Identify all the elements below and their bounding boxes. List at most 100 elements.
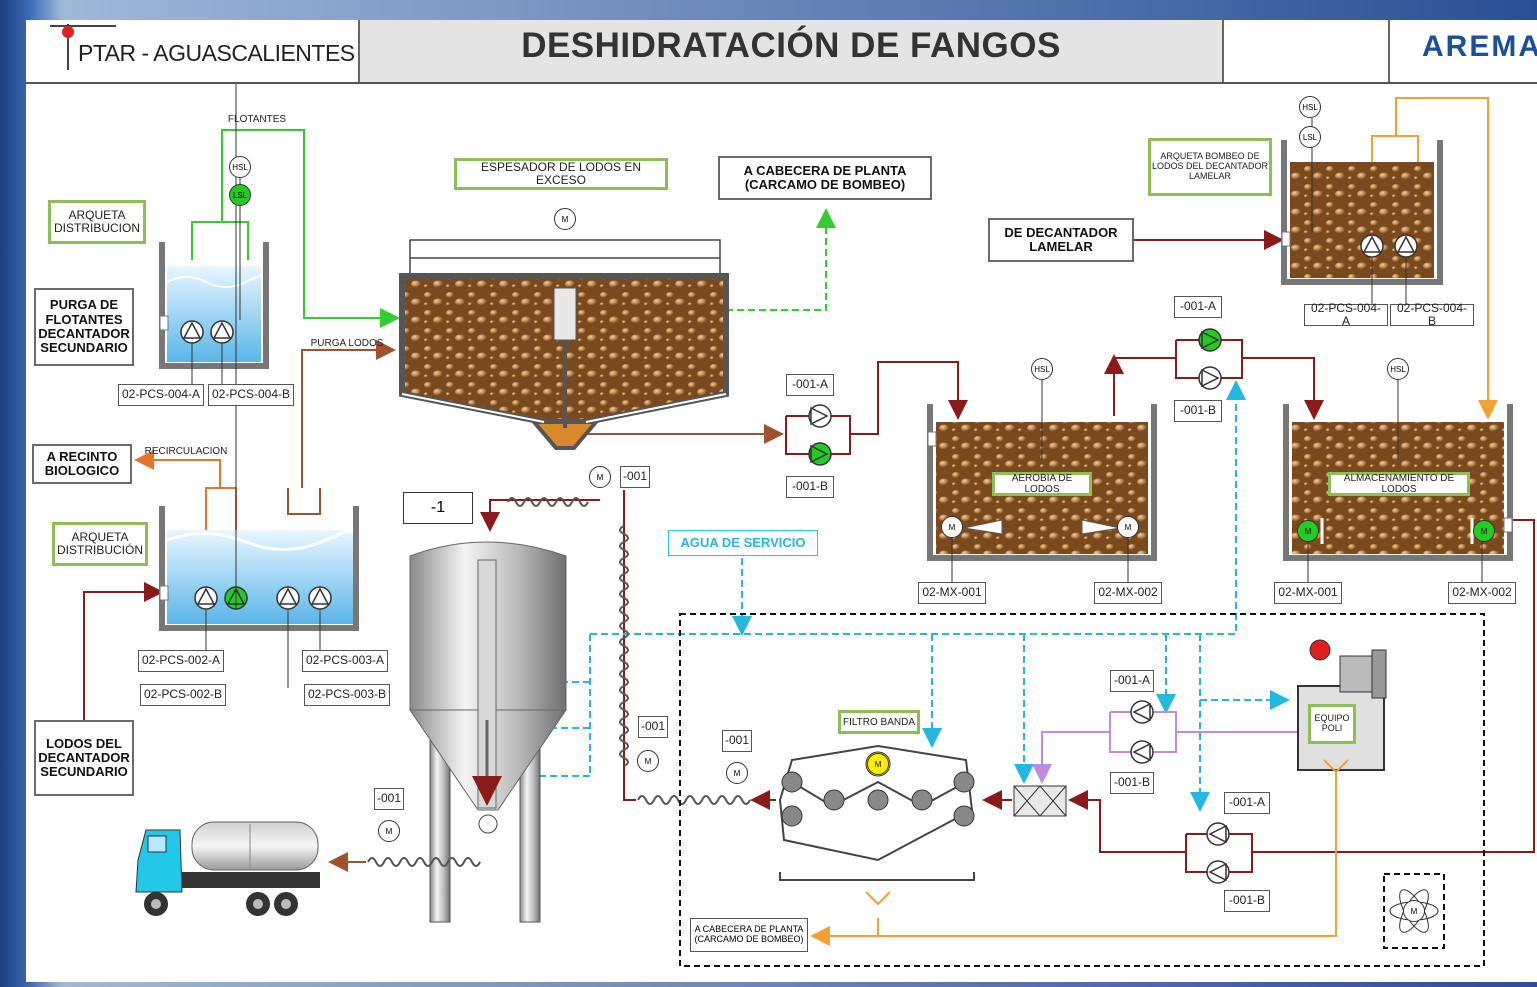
purga-flotantes-line2: FLOTANTES — [45, 311, 123, 327]
de-decantador-line2: LAMELAR — [1029, 239, 1093, 254]
tag-pcs004b-left[interactable]: 02-PCS-004-B — [208, 384, 294, 406]
screw-filter-motor-icon[interactable]: M — [726, 762, 748, 784]
mixer-mx001-aerobia-icon[interactable]: M — [941, 516, 963, 538]
filtro-banda-machine — [778, 744, 975, 906]
title-cell: DESHIDRATACIÓN DE FANGOS — [360, 20, 1224, 82]
pump-pcs004b-left-icon — [210, 320, 234, 344]
a-recinto-line2: BIOLOGICO — [44, 463, 120, 478]
tag-mx001-aerobia[interactable]: 02-MX-001 — [918, 582, 986, 604]
aerobia-label: AEROBIA DE LODOS — [992, 472, 1092, 496]
almacenamiento-label: ALMACENAMIENTO DE LODOS — [1328, 472, 1470, 496]
overflow-cabecera-line — [726, 208, 836, 311]
screw-top-motor-icon[interactable]: M — [589, 466, 611, 488]
atom-subsystem-motor-icon[interactable]: M — [1403, 900, 1425, 922]
tag-pcs003a[interactable]: 02-PCS-003-A — [302, 650, 388, 672]
tag-pump-mid-a[interactable]: -001-A — [786, 374, 834, 396]
pump-feed-a-icon — [1206, 822, 1230, 846]
plant-cell: PTAR - AGUASCALIENTES — [26, 20, 360, 82]
lsl-arqueta-1-icon[interactable]: LSL — [229, 184, 251, 206]
tag-pcs003b[interactable]: 02-PCS-003-B — [304, 684, 390, 706]
arqueta-bombeo-line1: ARQUETA BOMBEO DE — [1160, 151, 1260, 162]
pump-mid-b-icon — [808, 442, 832, 466]
tag-pcs004a-left[interactable]: 02-PCS-004-A — [118, 384, 204, 406]
arqueta-bombeo-line2: LODOS DEL DECANTADOR — [1151, 161, 1269, 172]
mixer-mx001-almacenamiento-icon[interactable]: M — [1297, 520, 1319, 542]
tag-pcs004a-right[interactable]: 02-PCS-004-A — [1304, 301, 1388, 328]
tag-mx002-aerobia[interactable]: 02-MX-002 — [1094, 582, 1162, 604]
tag-pump-feed-b[interactable]: -001-B — [1224, 890, 1270, 912]
tag-mx001-almacenamiento[interactable]: 02-MX-001 — [1274, 582, 1342, 604]
tag-screw-filter[interactable]: -001 — [722, 730, 752, 752]
purga-lodos-label: PURGA LODOS — [310, 337, 384, 349]
tag-screw-mid[interactable]: -001 — [638, 716, 668, 738]
pump-top-a-icon — [1198, 328, 1222, 352]
pumps — [180, 234, 1418, 884]
screw-mid-motor-icon[interactable]: M — [637, 750, 659, 772]
screw-conveyor-filter — [637, 795, 751, 805]
filtro-banda-label: FILTRO BANDA — [838, 710, 920, 734]
tag-screw-top[interactable]: -001 — [620, 466, 650, 488]
arqueta-distribucion-1-tank — [159, 242, 269, 369]
cabecera-top-line1: A CABECERA DE PLANTA — [743, 162, 907, 178]
screw-conveyor-truck — [367, 857, 481, 867]
lodos-decantador-line2: DECANTADOR — [38, 749, 130, 765]
a-recinto-line1: A RECINTO — [46, 448, 118, 464]
pump-poly-a-icon — [1130, 700, 1154, 724]
hsl-arqueta-1-icon[interactable]: HSL — [229, 156, 251, 178]
pump-top-b-icon — [1198, 366, 1222, 390]
arqueta-bombeo-lamelar-pit — [1281, 140, 1443, 285]
flotantes-label: FLOTANTES — [227, 113, 287, 125]
lsl-lamelar-icon[interactable]: LSL — [1299, 126, 1321, 148]
tag-pump-feed-a[interactable]: -001-A — [1224, 792, 1270, 814]
hsl-aerobia-icon[interactable]: HSL — [1031, 358, 1053, 380]
de-decantador-note: DE DECANTADOR LAMELAR — [988, 218, 1134, 262]
blank-cell — [1224, 20, 1390, 82]
equipo-poli-label: EQUIPO POLI — [1308, 704, 1356, 744]
filtro-banda-motor-icon[interactable]: M — [867, 753, 889, 775]
hsl-almacenamiento-icon[interactable]: HSL — [1387, 358, 1409, 380]
screw-truck-motor-icon[interactable]: M — [378, 820, 400, 842]
tag-pump-poly-a[interactable]: -001-A — [1110, 670, 1154, 692]
purga-flotantes-line4: SECUNDARIO — [40, 340, 128, 356]
arqueta-distribucion-1-label: ARQUETA DISTRIBUCION — [48, 200, 146, 244]
dewatering-building-boundary — [679, 613, 1485, 967]
arqueta-distribucion-2-tank — [159, 506, 359, 631]
hsl-lamelar-icon[interactable]: HSL — [1299, 96, 1321, 118]
tag-pcs002a[interactable]: 02-PCS-002-A — [138, 650, 224, 672]
arqueta-bombeo-label: ARQUETA BOMBEO DE LODOS DEL DECANTADOR L… — [1148, 138, 1272, 196]
pump-mid-a-icon — [808, 404, 832, 428]
arqueta1-line1: ARQUETA — [68, 207, 126, 222]
agua-servicio-label: AGUA DE SERVICIO — [668, 530, 818, 556]
company-logo: AREMA — [1422, 30, 1537, 63]
tag-pcs004b-right[interactable]: 02-PCS-004-B — [1390, 301, 1474, 328]
screen-title: DESHIDRATACIÓN DE FANGOS — [521, 26, 1061, 65]
espesador-motor-icon[interactable]: M — [554, 208, 576, 230]
arqueta-bombeo-line3: LAMELAR — [1188, 170, 1232, 181]
tag-pump-top-b[interactable]: -001-B — [1174, 400, 1222, 422]
cabecera-bottom-line1: A CABECERA DE PLANTA — [694, 924, 804, 935]
arqueta2-line2: DISTRIBUCIÓN — [56, 543, 143, 557]
mixer-mx002-aerobia-icon[interactable]: M — [1117, 516, 1139, 538]
cabecera-top-line2: (CARCAMO DE BOMBEO) — [744, 177, 906, 192]
pump-pcs004a-left-icon — [180, 320, 204, 344]
arqueta2-line1: ARQUETA — [71, 529, 129, 544]
tag-pump-poly-b[interactable]: -001-B — [1110, 772, 1154, 794]
tag-screw-truck[interactable]: -001 — [374, 788, 404, 810]
tag-pump-mid-b[interactable]: -001-B — [786, 476, 834, 498]
purga-flotantes-line3: DECANTADOR — [38, 326, 130, 341]
tag-mx002-almacenamiento[interactable]: 02-MX-002 — [1448, 582, 1516, 604]
tag-pump-top-a[interactable]: -001-A — [1174, 296, 1222, 318]
lodos-decantador-source: LODOS DEL DECANTADOR SECUNDARIO — [34, 720, 134, 796]
plant-logo-icon — [50, 24, 116, 70]
screw-conveyor-top — [507, 497, 589, 507]
espesador-clarifier — [399, 239, 729, 450]
pump-pcs004b-right-icon — [1394, 234, 1418, 258]
mixer-mx002-almacenamiento-icon[interactable]: M — [1473, 520, 1495, 542]
silo-tag-label[interactable]: -1 — [403, 492, 473, 524]
cabecera-bottom-line2: (CARCAMO DE BOMBEO) — [694, 934, 804, 944]
purga-lodos-pipeline — [287, 340, 396, 515]
flotantes-pipeline — [191, 129, 400, 328]
tag-pcs002b[interactable]: 02-PCS-002-B — [140, 684, 226, 706]
sludge-silo — [409, 541, 567, 923]
lodos-decantador-line1: LODOS DEL — [46, 735, 122, 751]
